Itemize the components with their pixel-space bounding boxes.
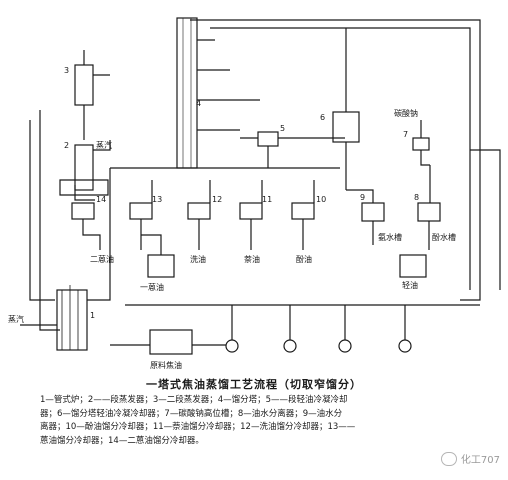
- tube-furnace: [56, 289, 88, 351]
- cooler-10: [291, 202, 315, 220]
- tag-12: 12: [212, 195, 222, 204]
- tag-7: 7: [403, 130, 408, 139]
- feed-to-14: [74, 185, 95, 201]
- cooler-11: [239, 202, 263, 220]
- top-overhead-pipe-2: [210, 27, 471, 290]
- pump-1: [225, 339, 239, 353]
- tag-5: 5: [280, 124, 285, 133]
- label-light-oil: 轻油: [402, 280, 418, 290]
- legend-line: 离器；10—酚油馏分冷却器；11—萘油馏分冷却器；12—洗油馏分冷却器；13——: [40, 422, 356, 432]
- evaporator-2nd-stage: [74, 64, 94, 106]
- label-secondary-oil: 二蒽油: [90, 254, 114, 264]
- evaporator-2nd-pipes: [83, 50, 110, 140]
- tag-8: 8: [414, 193, 419, 202]
- cooler-12: [187, 202, 211, 220]
- tag-2: 2: [64, 141, 69, 150]
- label-primary-oil: 一蒽油: [140, 282, 164, 292]
- primary-anthracene-tank: [147, 254, 175, 278]
- separator-feeds: [346, 165, 431, 203]
- label-steam-inlet: 蒸汽: [8, 314, 24, 324]
- tag-3: 3: [64, 66, 69, 75]
- tag-1: 1: [90, 311, 95, 320]
- pump-2: [283, 339, 297, 353]
- column-side-draws: [197, 39, 260, 131]
- tag-4: 4: [196, 99, 201, 108]
- diagram-title: 一塔式焦油蒸馏工艺流程（切取窄馏分）: [146, 378, 362, 391]
- label-steam-top: 蒸汽: [96, 140, 112, 150]
- label-raw-tar: 原料焦油: [150, 360, 182, 370]
- tag-9: 9: [360, 193, 365, 202]
- pump-header: [125, 304, 480, 340]
- soda-ash-pipes: [420, 120, 430, 166]
- right-return-pipe: [470, 149, 501, 290]
- legend-line: 1—管式炉；2——段蒸发器；3—二段蒸发器；4—馏分塔；5——段轻油冷凝冷却: [40, 395, 348, 405]
- furnace-tubes: [61, 285, 79, 350]
- label-phenol-oil: 酚油: [296, 254, 312, 264]
- legend: 1—管式炉；2——段蒸发器；3—二段蒸发器；4—馏分塔；5——段轻油冷凝冷却 器…: [40, 394, 470, 448]
- cooler-13: [129, 202, 153, 220]
- watermark-text: 化工707: [460, 455, 500, 466]
- separator-8: [417, 202, 441, 222]
- condenser-5: [257, 131, 279, 147]
- label-wash-oil: 洗油: [190, 254, 206, 264]
- label-soda-ash: 碳酸钠: [394, 108, 418, 118]
- evaporator-1st-base: [59, 179, 109, 196]
- separator-outlets: [372, 221, 430, 250]
- furnace-outlet: [87, 200, 111, 301]
- column-internals: [182, 18, 192, 168]
- raw-tar-tank: [149, 329, 193, 355]
- left-outer-pipe: [29, 120, 55, 301]
- tag-6: 6: [320, 113, 325, 122]
- tag-14: 14: [96, 195, 106, 204]
- label-naphthalene-oil: 萘油: [244, 254, 260, 264]
- condenser-5-pipes: [240, 137, 345, 168]
- evaporator-1st-stage: [74, 144, 94, 191]
- left-inner-pipe: [39, 110, 60, 331]
- cooler-feed-header: [109, 167, 340, 200]
- process-flow-diagram: 3 2 4 5 6 7 8 9 10 11 12 13 14 1 碳酸钠 蒸汽 …: [8, 17, 501, 370]
- fractionating-column: [176, 17, 198, 169]
- cooler-outlets: [82, 219, 304, 250]
- tag-11: 11: [262, 195, 272, 204]
- evaporator-1st-steam: [93, 140, 111, 151]
- cooler-feeds: [151, 180, 315, 203]
- legend-line: 蒽油馏分冷却器；14—二蒽油馏分冷却器。: [40, 435, 204, 446]
- top-overhead-pipe: [190, 19, 481, 301]
- light-oil-tank: [399, 254, 427, 278]
- to-primary-tank: [141, 234, 162, 255]
- cooler-14: [71, 202, 95, 220]
- pump-3: [338, 339, 352, 353]
- watermark: 化工707: [440, 451, 500, 466]
- label-ammonia-tank: 氨水槽: [378, 232, 402, 242]
- legend-line: 器；6—馏分塔轻油冷凝冷却器；7—碳酸钠高位槽；8—油水分离器；9—油水分: [40, 408, 343, 419]
- tag-13: 13: [152, 195, 162, 204]
- soda-ash-tank: [412, 137, 430, 151]
- separator-9: [361, 202, 385, 222]
- label-phenol-tank: 酚水槽: [432, 232, 456, 242]
- tag-10: 10: [316, 195, 326, 204]
- pump-4: [398, 339, 412, 353]
- wechat-icon: [440, 451, 457, 466]
